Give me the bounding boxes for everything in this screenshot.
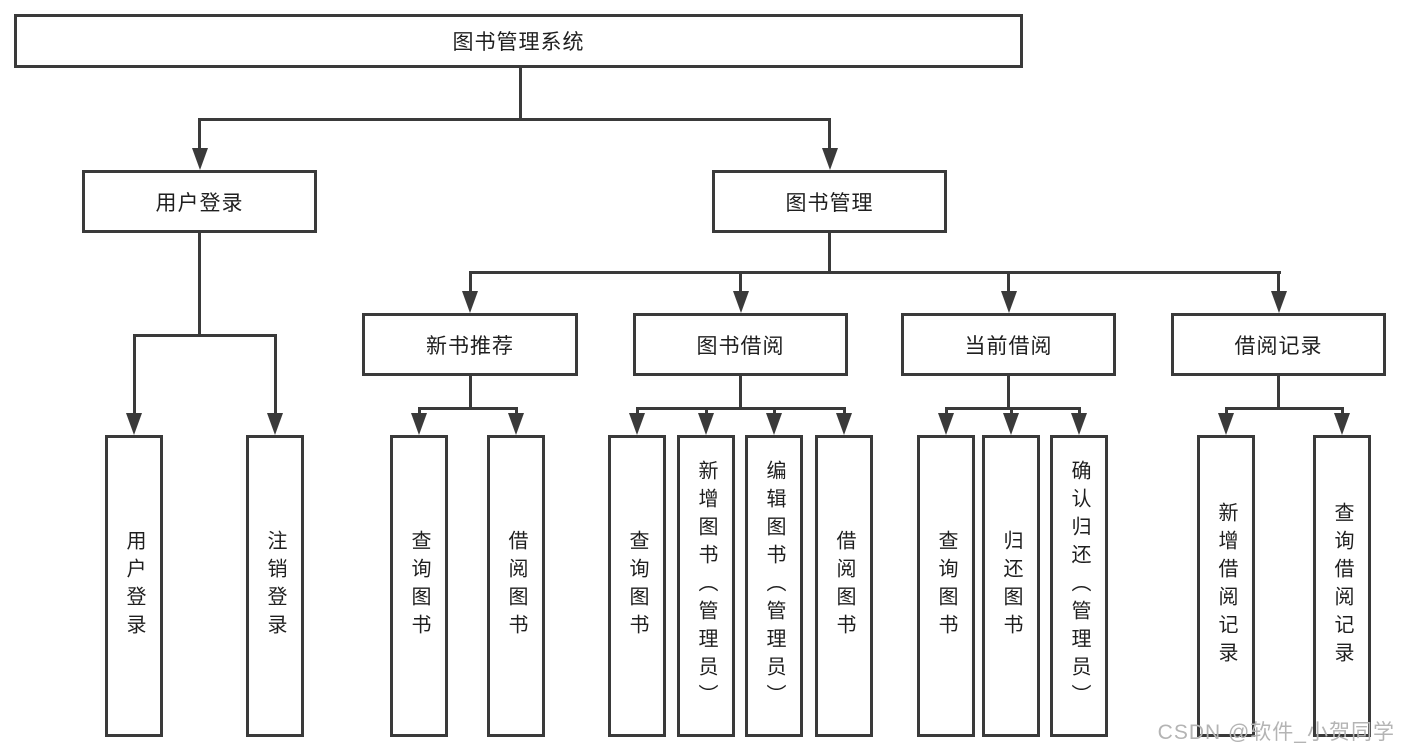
connector-vline — [518, 68, 522, 120]
connector-vline — [704, 406, 708, 416]
leaf-query-books-current-label: 查询图书 — [935, 530, 957, 642]
node-user-login: 用户登录 — [82, 170, 317, 233]
leaf-add-books-admin: 新增图书（管理员） — [677, 435, 735, 737]
connector-hline — [468, 270, 1281, 274]
leaf-borrow-books: 借阅图书 — [815, 435, 873, 737]
arrow-down-icon — [698, 413, 714, 435]
connector-vline — [1277, 270, 1280, 293]
leaf-return-books: 归还图书 — [982, 435, 1040, 737]
leaf-borrow-books-recommend: 借阅图书 — [487, 435, 545, 737]
leaf-query-books-recommend-label: 查询图书 — [408, 530, 430, 642]
arrow-down-icon — [411, 413, 427, 435]
leaf-add-books-admin-label: 新增图书（管理员） — [695, 460, 717, 712]
leaf-edit-books-admin: 编辑图书（管理员） — [745, 435, 803, 737]
leaf-user-login-label: 用户登录 — [123, 530, 145, 642]
arrow-down-icon — [126, 413, 142, 435]
connector-vline — [514, 406, 518, 416]
arrow-down-icon — [1003, 413, 1019, 435]
node-new-book-recommend: 新书推荐 — [362, 313, 578, 376]
leaf-query-books-borrow-label: 查询图书 — [626, 530, 648, 642]
connector-vline — [828, 233, 831, 273]
leaf-borrow-books-label: 借阅图书 — [833, 530, 855, 642]
leaf-edit-books-admin-label: 编辑图书（管理员） — [763, 460, 785, 712]
node-library-system-label: 图书管理系统 — [452, 31, 585, 54]
connector-vline — [635, 406, 639, 416]
node-borrow-records-label: 借阅记录 — [1234, 334, 1323, 358]
connector-vline — [198, 117, 201, 151]
connector-vline — [739, 376, 742, 409]
connector-vline — [828, 117, 831, 151]
leaf-add-borrow-record: 新增借阅记录 — [1197, 435, 1255, 737]
arrow-down-icon — [191, 148, 208, 170]
connector-hline — [132, 333, 277, 337]
connector-vline — [739, 270, 742, 293]
connector-vline — [842, 406, 846, 416]
leaf-query-books-current: 查询图书 — [917, 435, 975, 737]
connector-vline — [944, 406, 948, 416]
node-user-login-label: 用户登录 — [155, 191, 244, 215]
connector-vline — [468, 270, 472, 293]
leaf-logout-label: 注销登录 — [264, 530, 286, 642]
arrow-down-icon — [766, 413, 782, 435]
leaf-query-borrow-record: 查询借阅记录 — [1313, 435, 1371, 737]
connector-vline — [1009, 406, 1013, 416]
connector-vline — [1077, 406, 1081, 416]
connector-hline — [1224, 406, 1344, 410]
connector-vline — [772, 406, 776, 416]
arrow-down-icon — [1218, 413, 1234, 435]
arrow-down-icon — [1270, 291, 1287, 313]
node-book-management-label: 图书管理 — [785, 191, 874, 215]
connector-hline — [198, 117, 831, 121]
arrow-down-icon — [821, 148, 838, 170]
arrow-down-icon — [836, 413, 852, 435]
connector-hline — [635, 406, 846, 410]
arrow-down-icon — [508, 413, 524, 435]
arrow-down-icon — [267, 413, 283, 435]
connector-vline — [417, 406, 421, 416]
connector-vline — [1224, 406, 1228, 416]
arrow-down-icon — [462, 291, 478, 313]
connector-vline — [1007, 270, 1010, 293]
node-new-book-recommend-label: 新书推荐 — [426, 334, 514, 358]
connector-vline — [273, 333, 277, 415]
leaf-borrow-books-recommend-label: 借阅图书 — [505, 530, 527, 642]
connector-hline — [417, 406, 518, 410]
connector-vline — [1277, 376, 1280, 409]
node-library-system: 图书管理系统 — [14, 14, 1023, 68]
leaf-logout: 注销登录 — [246, 435, 304, 737]
arrow-down-icon — [732, 291, 749, 313]
leaf-add-borrow-record-label: 新增借阅记录 — [1215, 502, 1237, 670]
connector-vline — [1007, 376, 1010, 409]
leaf-confirm-return-admin-label: 确认归还（管理员） — [1068, 460, 1090, 712]
leaf-query-borrow-record-label: 查询借阅记录 — [1331, 502, 1353, 670]
node-current-borrow: 当前借阅 — [901, 313, 1116, 376]
connector-vline — [132, 333, 136, 415]
connector-vline — [468, 376, 472, 409]
connector-vline — [1340, 406, 1344, 416]
connector-hline — [944, 406, 1081, 410]
connector-vline — [198, 233, 201, 336]
arrow-down-icon — [1334, 413, 1350, 435]
arrow-down-icon — [629, 413, 645, 435]
node-book-management: 图书管理 — [712, 170, 947, 233]
leaf-return-books-label: 归还图书 — [1000, 530, 1022, 642]
node-book-borrow-label: 图书借阅 — [696, 334, 785, 358]
csdn-watermark: CSDN @软件_小贺同学 — [1157, 721, 1395, 744]
node-current-borrow-label: 当前借阅 — [964, 334, 1053, 358]
leaf-user-login: 用户登录 — [105, 435, 163, 737]
node-borrow-records: 借阅记录 — [1171, 313, 1386, 376]
arrow-down-icon — [1071, 413, 1087, 435]
leaf-confirm-return-admin: 确认归还（管理员） — [1050, 435, 1108, 737]
node-book-borrow: 图书借阅 — [633, 313, 848, 376]
arrow-down-icon — [938, 413, 954, 435]
leaf-query-books-borrow: 查询图书 — [608, 435, 666, 737]
leaf-query-books-recommend: 查询图书 — [390, 435, 448, 737]
arrow-down-icon — [1000, 291, 1017, 313]
